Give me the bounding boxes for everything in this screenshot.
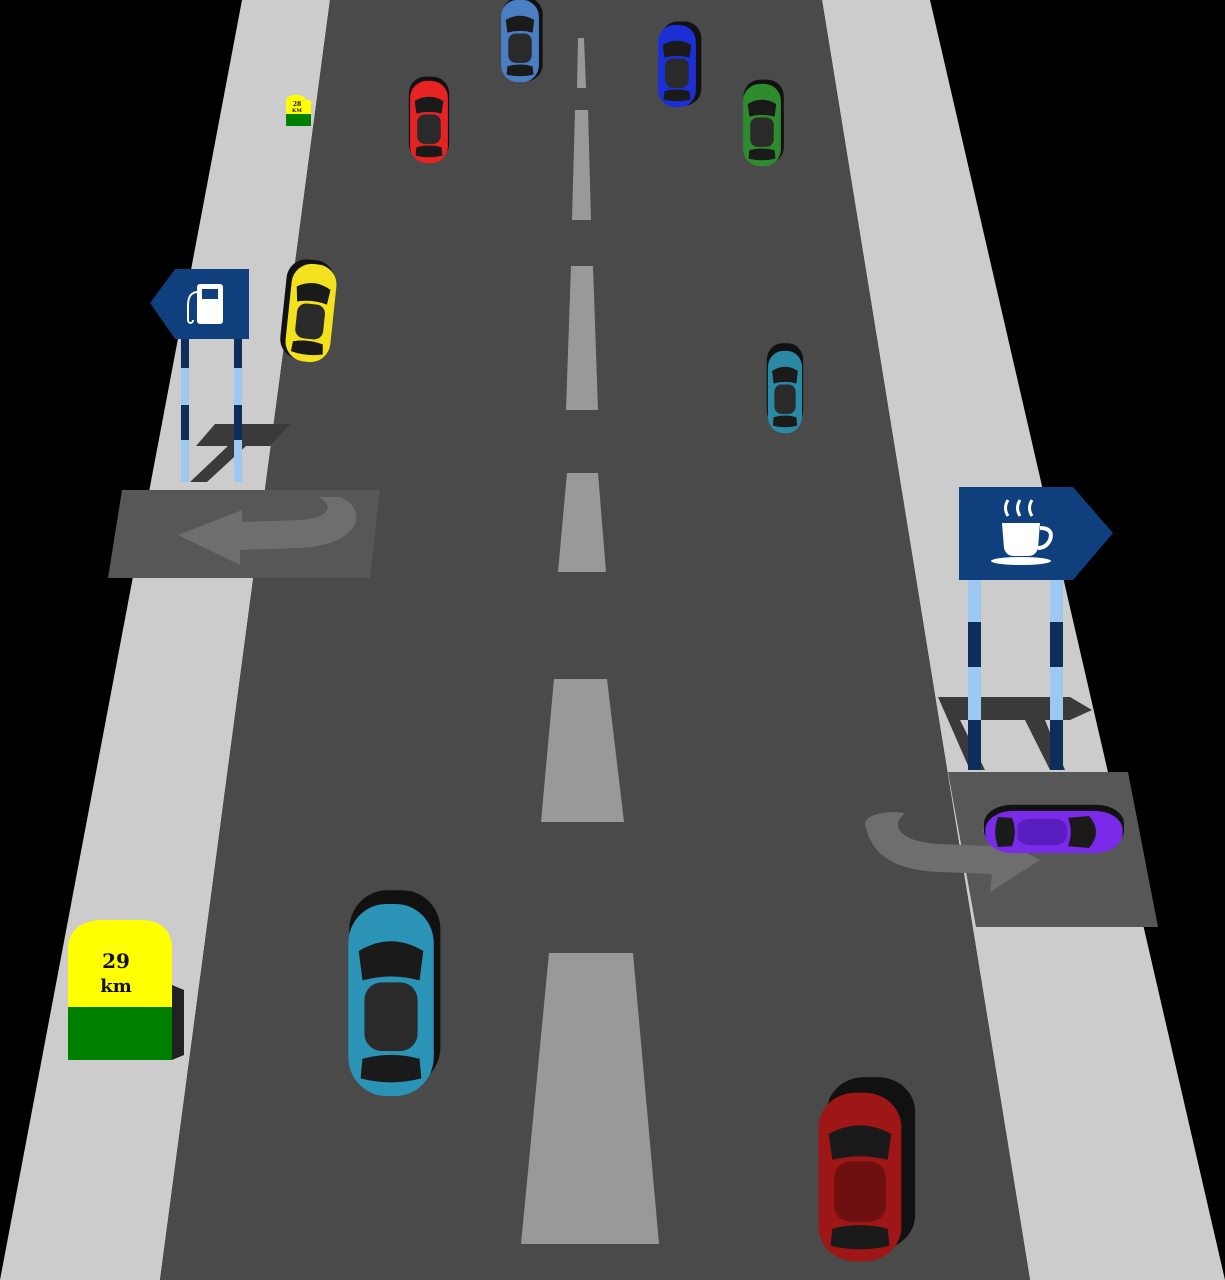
right-shoulder: [822, 0, 1225, 1280]
milestone-far: 28 KM: [286, 95, 311, 126]
cafe-sign: [959, 487, 1113, 580]
car-steel-blue: [501, 0, 543, 83]
car-yellow: [280, 259, 337, 363]
car-blue: [658, 21, 702, 108]
car-green: [743, 79, 784, 167]
car-teal-small: [766, 343, 804, 434]
milestone-near-number: 29: [102, 949, 130, 973]
car-dark-red: [818, 1077, 916, 1262]
coffee-cup-icon: [991, 499, 1053, 565]
right-turn-arrow: [865, 812, 1040, 892]
fuel-station-sign: [150, 269, 249, 339]
lane-markings: [521, 38, 659, 1244]
fuel-sign-posts: [181, 338, 242, 482]
car-purple: [984, 804, 1124, 854]
fuel-pump-icon: [187, 284, 223, 324]
cafe-sign-posts: [968, 578, 1063, 770]
left-turn-arrow: [178, 497, 357, 565]
milestone-far-number: 28: [293, 101, 301, 108]
fuel-sign-shadow: [190, 424, 290, 482]
milestone-near-unit: km: [100, 976, 132, 997]
milestone-far-unit: KM: [292, 108, 302, 114]
milestone-near: 29 km: [68, 920, 184, 1060]
car-red: [408, 76, 450, 164]
car-teal-large: [348, 890, 441, 1097]
